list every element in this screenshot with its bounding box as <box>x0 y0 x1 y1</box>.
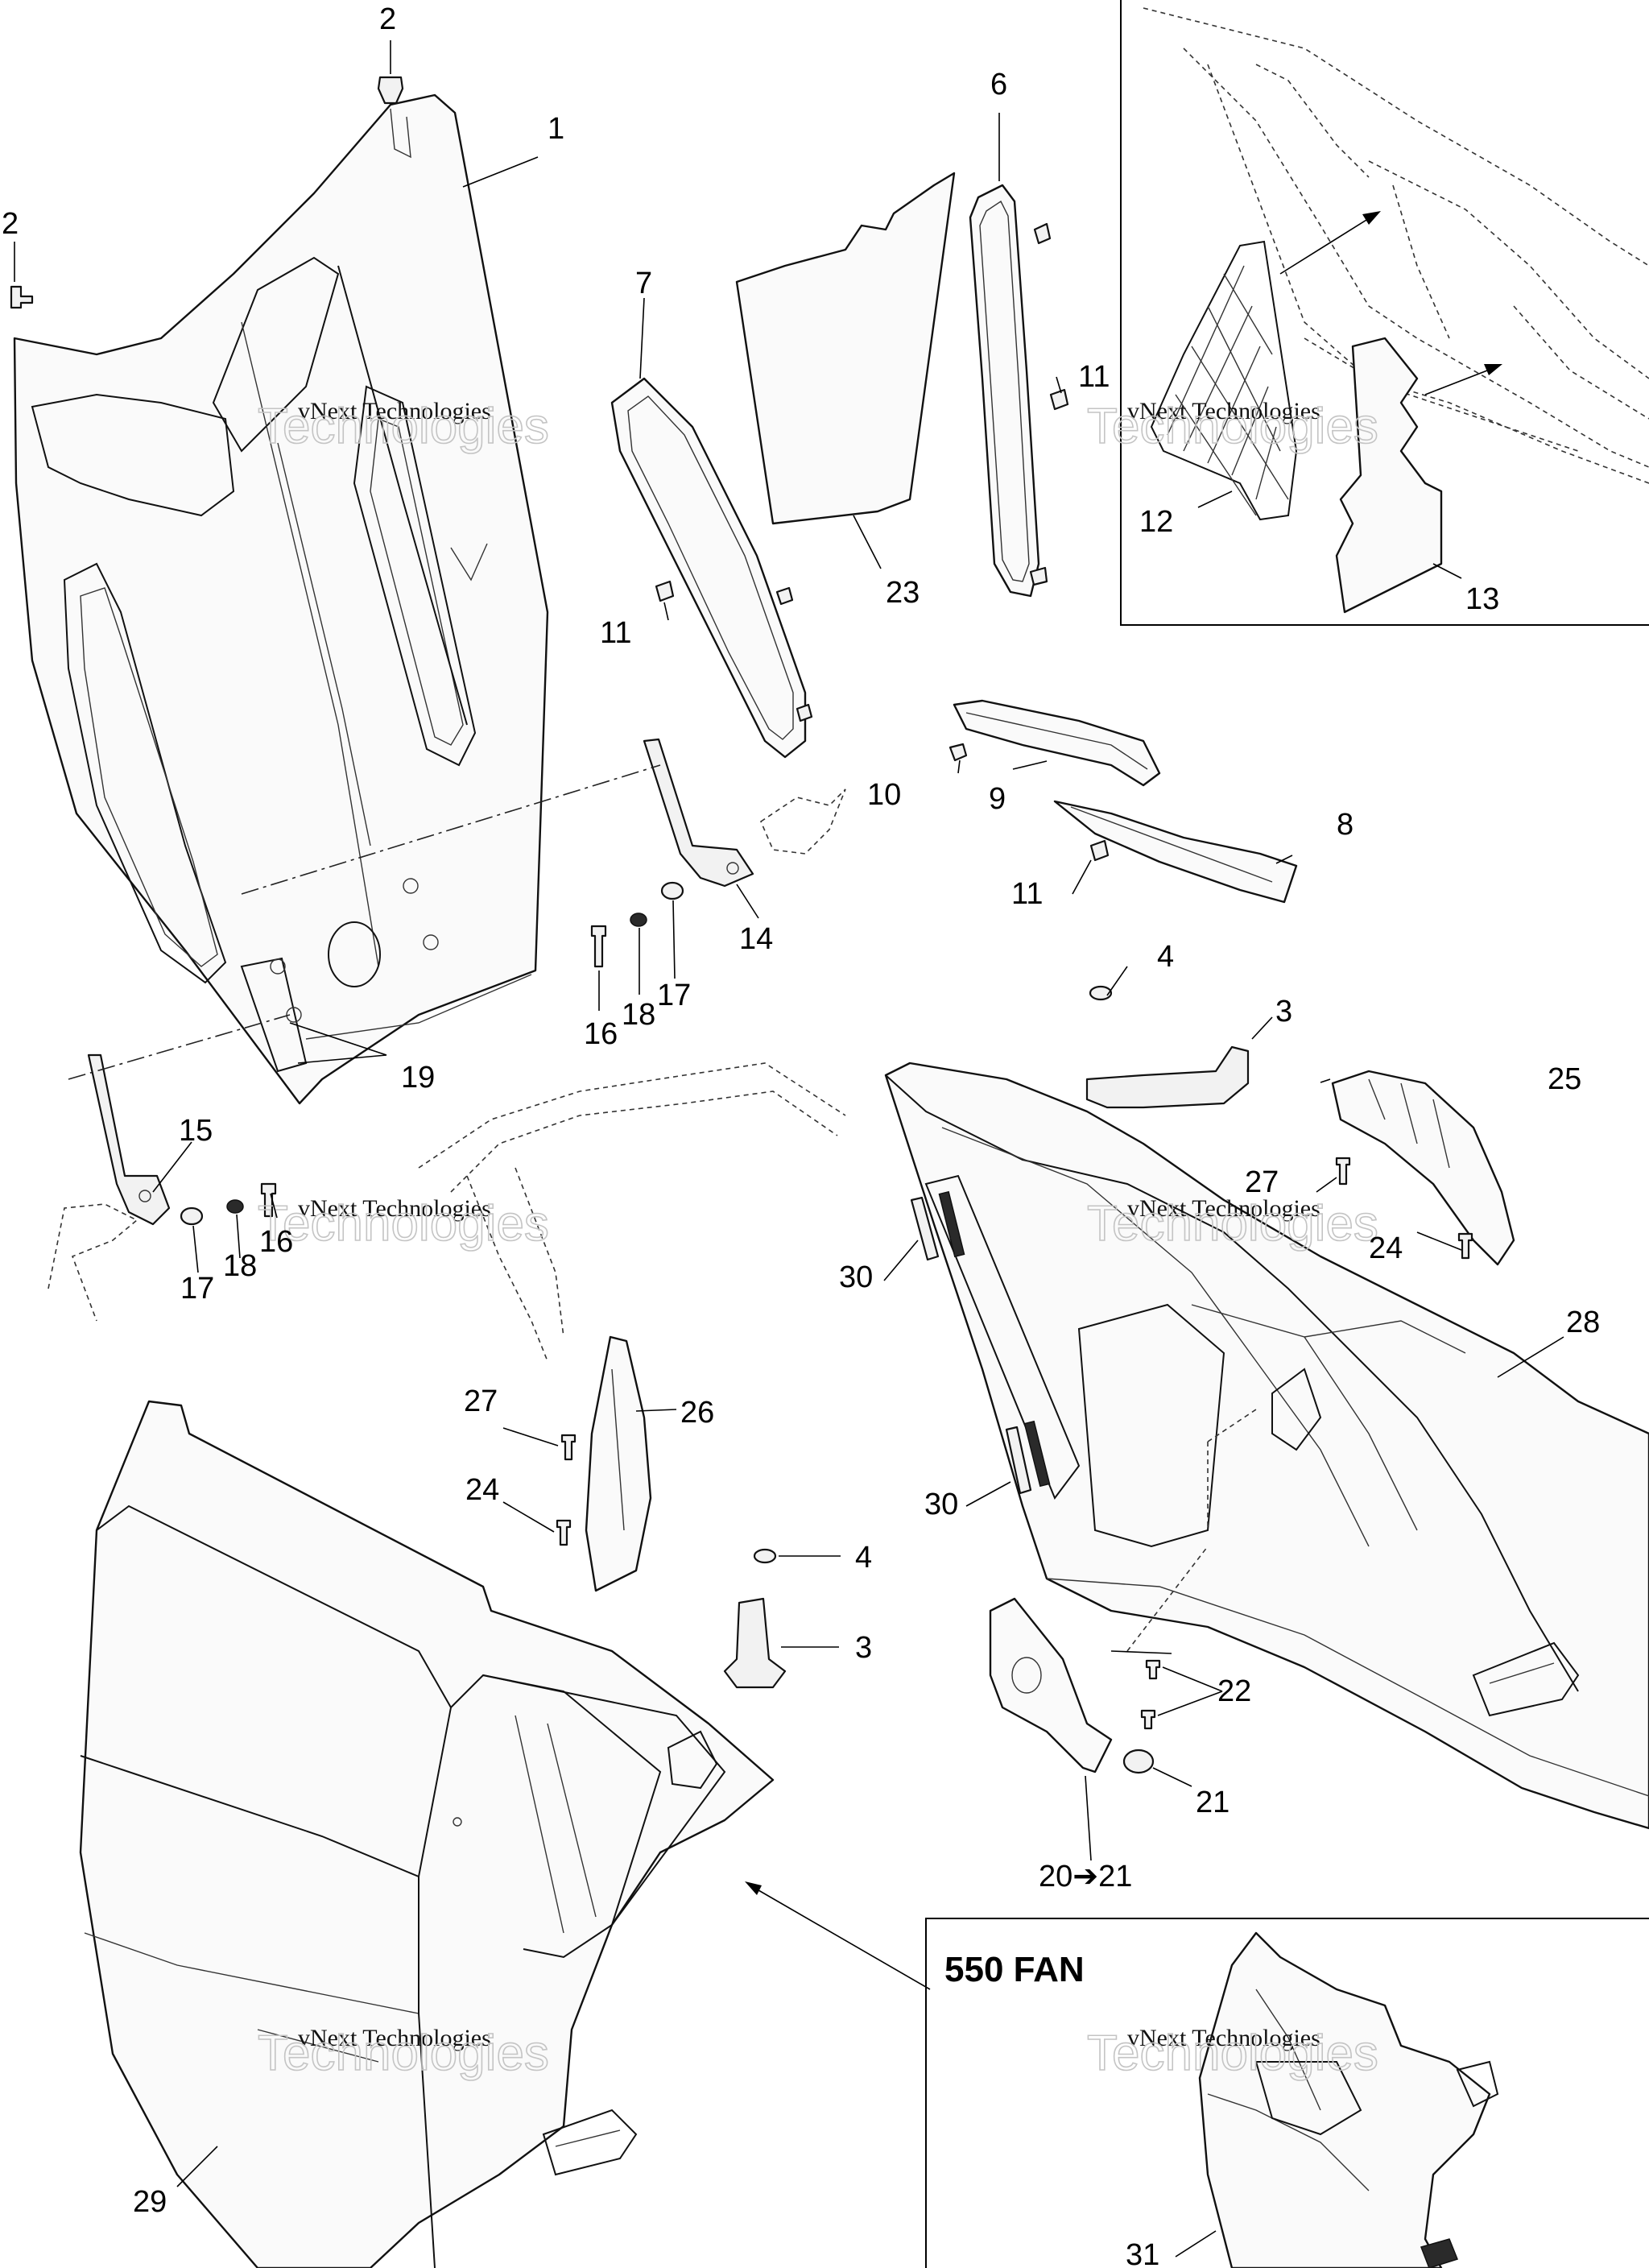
part-31-fan-panel <box>1198 1931 1499 2268</box>
callout-17b: 17 <box>180 1272 214 1306</box>
callout-numbers: 1 2 2 3 3 4 4 6 7 8 9 10 11 11 11 12 13 … <box>2 2 1600 2268</box>
callout-11c: 11 <box>1011 877 1043 911</box>
part-3-handle-lower <box>723 1597 787 1689</box>
svg-text:Technologies: Technologies <box>1087 399 1378 454</box>
part-29-lower-side-panel <box>79 1400 775 2268</box>
inset-550-fan-frame <box>925 1918 1649 2268</box>
phantom-frame-lower <box>48 1203 138 1322</box>
svg-text:Technologies: Technologies <box>258 2026 549 2081</box>
part-15-bracket <box>87 1053 171 1226</box>
callout-14: 14 <box>739 922 773 956</box>
watermark-1: vNext Technologies Technologies <box>257 398 550 455</box>
svg-text:Technologies: Technologies <box>258 1196 549 1252</box>
part-30-strips <box>910 1190 1051 1495</box>
callout-17a: 17 <box>657 979 691 1012</box>
svg-text:vNext Technologies: vNext Technologies <box>1127 398 1320 424</box>
phantom-frame-upper <box>760 788 846 855</box>
callout-23: 23 <box>886 576 920 610</box>
svg-text:Technologies: Technologies <box>1087 1196 1378 1252</box>
callout-9: 9 <box>989 782 1006 816</box>
part-21-grommet <box>1122 1749 1155 1774</box>
inset-top-right-content <box>1143 7 1649 614</box>
callout-11b: 11 <box>600 616 631 650</box>
callout-30b: 30 <box>924 1488 958 1521</box>
watermark-6: vNext Technologies Technologies <box>1086 2025 1379 2082</box>
part-4-cap-lower <box>753 1548 777 1564</box>
assembly-lines <box>68 764 661 1080</box>
part-23-foam-pad <box>735 172 956 525</box>
callout-15: 15 <box>179 1114 213 1148</box>
svg-text:vNext Technologies: vNext Technologies <box>1127 2025 1320 2051</box>
part-8-deflector <box>1053 800 1298 904</box>
inset-550-fan-label: 550 FAN <box>944 1950 1085 1989</box>
part-4-cap-upper <box>1089 985 1113 1001</box>
callout-6: 6 <box>990 68 1007 101</box>
part-28-side-panel <box>884 1062 1649 1830</box>
phantom-frame-tube <box>418 1062 846 1362</box>
part-9-trim-rail <box>953 699 1161 787</box>
svg-text:vNext Technologies: vNext Technologies <box>298 398 491 424</box>
callout-22: 22 <box>1217 1674 1251 1708</box>
callout-18b: 18 <box>223 1249 257 1283</box>
inset-pointer-arrow <box>745 1881 931 1990</box>
part-2-push-clip-left <box>10 285 34 309</box>
callout-28: 28 <box>1566 1306 1600 1339</box>
part-3-handle-upper <box>1085 1045 1250 1109</box>
callout-25: 25 <box>1548 1062 1581 1096</box>
callout-2b: 2 <box>2 207 19 241</box>
callout-21: 21 <box>1196 1786 1230 1819</box>
callout-1: 1 <box>548 112 564 146</box>
callout-8: 8 <box>1337 808 1354 842</box>
part-22-screws <box>1140 1659 1161 1730</box>
part-11-clips <box>655 222 1110 862</box>
watermark-2: vNext Technologies Technologies <box>1086 398 1379 455</box>
callout-19: 19 <box>401 1061 435 1095</box>
callout-26: 26 <box>680 1396 714 1430</box>
svg-text:vNext Technologies: vNext Technologies <box>1127 1195 1320 1222</box>
part-1-hood-panel <box>13 93 549 1105</box>
callout-18a: 18 <box>622 998 655 1032</box>
part-25-side-trim <box>1331 1070 1515 1266</box>
callout-7: 7 <box>635 267 652 300</box>
callout-27a: 27 <box>1245 1165 1279 1199</box>
callout-4a: 4 <box>1157 940 1174 974</box>
callout-3a: 3 <box>1275 995 1292 1028</box>
callout-20: 20➔21 <box>1039 1860 1132 1893</box>
watermark-5: vNext Technologies Technologies <box>257 2025 550 2082</box>
svg-text:vNext Technologies: vNext Technologies <box>298 2025 491 2051</box>
callout-24b: 24 <box>465 1473 499 1507</box>
hardware-16-17-18-lower <box>180 1182 277 1226</box>
svg-text:Technologies: Technologies <box>258 399 549 454</box>
callout-30a: 30 <box>839 1260 873 1294</box>
part-2-push-clip-top <box>377 76 404 105</box>
part-6-vent-gasket <box>969 184 1040 598</box>
part-10-nut <box>948 743 968 762</box>
callout-12: 12 <box>1139 505 1173 539</box>
part-14-bracket <box>643 738 754 888</box>
callout-31: 31 <box>1126 2238 1159 2268</box>
callout-27b: 27 <box>464 1384 498 1418</box>
callout-16b: 16 <box>259 1225 293 1259</box>
callout-4b: 4 <box>855 1541 872 1575</box>
callout-29: 29 <box>133 2185 167 2219</box>
svg-text:Technologies: Technologies <box>1087 2026 1378 2081</box>
callout-24a: 24 <box>1369 1231 1403 1265</box>
watermark-3: vNext Technologies Technologies <box>257 1195 550 1252</box>
callout-10: 10 <box>867 778 901 812</box>
callout-13: 13 <box>1465 582 1499 616</box>
callout-3b: 3 <box>855 1631 872 1665</box>
part-7-vent-gasket <box>610 377 807 759</box>
part-20-bracket <box>989 1597 1113 1773</box>
callout-11a: 11 <box>1078 360 1110 394</box>
callout-16a: 16 <box>584 1017 618 1051</box>
inset-top-right-frame <box>1120 0 1649 626</box>
svg-text:vNext Technologies: vNext Technologies <box>298 1195 491 1222</box>
hardware-16-17-18-upper <box>590 881 684 968</box>
screws-24-27 <box>556 1157 1473 1546</box>
watermark-4: vNext Technologies Technologies <box>1086 1195 1379 1252</box>
callout-2a: 2 <box>379 2 396 36</box>
leader-lines <box>14 40 1564 2258</box>
part-26-side-trim <box>585 1335 652 1592</box>
